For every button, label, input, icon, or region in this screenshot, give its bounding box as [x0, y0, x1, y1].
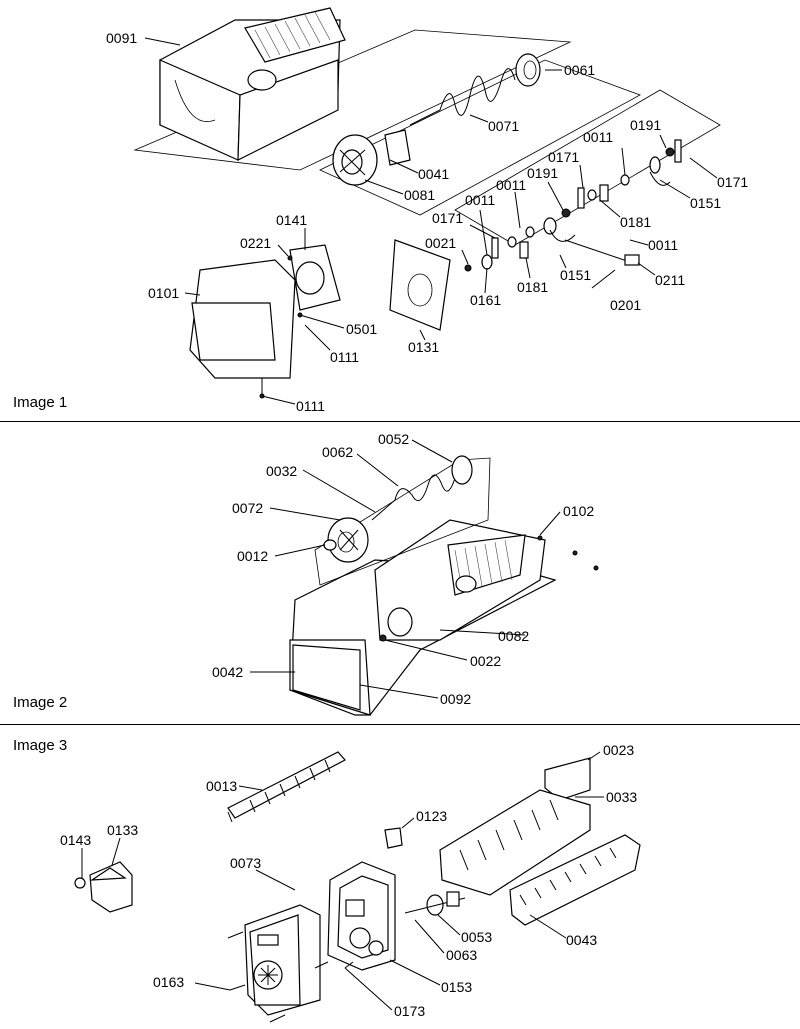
part-label: 0012 — [237, 548, 268, 564]
part-label: 0181 — [620, 214, 651, 230]
diagram-panel-divider-2 — [0, 724, 800, 725]
auger-motor-0081 — [332, 129, 411, 186]
part-label: 0063 — [446, 947, 477, 963]
panel-3-drawing — [74, 751, 641, 1023]
plate-0131 — [389, 239, 451, 331]
part-label: 0041 — [418, 166, 449, 182]
part-label: 0501 — [346, 321, 377, 337]
ejector-0013 — [227, 751, 346, 823]
ice-bin-0091 — [159, 7, 346, 161]
part-label: 0022 — [470, 653, 501, 669]
part-label: 0081 — [404, 187, 435, 203]
part-label: 0101 — [148, 285, 179, 301]
motor-assembly-0073 — [244, 904, 321, 1016]
panel-title-image-3: Image 3 — [13, 737, 68, 754]
part-label: 0151 — [690, 195, 721, 211]
front-panel-0042 — [292, 644, 361, 711]
part-label: 0211 — [655, 272, 685, 288]
part-label: 0021 — [425, 235, 456, 251]
part-label: 0191 — [630, 117, 661, 133]
part-label: 0171 — [548, 149, 579, 165]
part-label: 0061 — [564, 62, 595, 78]
part-label: 0221 — [240, 235, 271, 251]
part-label: 0082 — [498, 628, 529, 644]
part-label: 0091 — [106, 30, 137, 46]
auger-cap-0061 — [515, 53, 541, 87]
part-label: 0131 — [408, 339, 439, 355]
part-label: 0043 — [566, 932, 597, 948]
auger-spring-0071 — [409, 68, 516, 126]
part-label: 0123 — [416, 808, 447, 824]
panel-title-image-1: Image 1 — [13, 394, 68, 411]
motor-0072 — [323, 517, 369, 563]
part-label: 0161 — [470, 292, 501, 308]
panel-2-labels: 0052 0062 0032 0072 0012 0102 0082 0022 … — [212, 431, 594, 707]
part-label: 0163 — [153, 974, 184, 990]
part-label: 0062 — [322, 444, 353, 460]
part-label: 0171 — [432, 210, 463, 226]
part-label: 0013 — [206, 778, 237, 794]
part-label: 0011 — [583, 129, 613, 145]
part-label: 0201 — [610, 297, 641, 313]
part-label: 0072 — [232, 500, 263, 516]
part-label: 0011 — [648, 237, 678, 253]
part-label: 0102 — [563, 503, 594, 519]
part-label: 0171 — [717, 174, 748, 190]
part-label: 0011 — [465, 192, 495, 208]
bracket-0141 — [289, 244, 341, 311]
part-label: 0151 — [560, 267, 591, 283]
bracket-0023 — [544, 757, 591, 801]
part-label: 0073 — [230, 855, 261, 871]
part-label: 0092 — [440, 691, 471, 707]
part-label: 0191 — [527, 165, 558, 181]
part-label: 0181 — [517, 279, 548, 295]
part-label: 0071 — [488, 118, 519, 134]
part-label: 0032 — [266, 463, 297, 479]
part-label: 0042 — [212, 664, 243, 680]
ice-mold-0033 — [439, 789, 591, 896]
panel-3-labels: 0023 0013 0033 0123 0143 0133 0073 0043 … — [60, 742, 637, 1019]
panel-1-labels: 0091 0061 0071 0041 0081 0011 0191 0171 … — [106, 30, 748, 414]
panel-title-image-2: Image 2 — [13, 694, 68, 711]
panel-1-drawing — [133, 7, 721, 405]
part-label: 0143 — [60, 832, 91, 848]
part-label: 0111 — [330, 349, 359, 365]
part-label: 0141 — [276, 212, 307, 228]
part-label: 0052 — [378, 431, 409, 447]
control-module-0153 — [327, 861, 396, 971]
part-label: 0133 — [107, 822, 138, 838]
part-label: 0023 — [603, 742, 634, 758]
panel-2-drawing — [250, 439, 599, 716]
front-housing-0101 — [189, 259, 296, 396]
ice-bin-0082 — [374, 519, 546, 641]
part-label: 0033 — [606, 789, 637, 805]
part-label: 0011 — [496, 177, 526, 193]
part-label: 0053 — [461, 929, 492, 945]
part-label: 0153 — [441, 979, 472, 995]
diagram-panel-divider-1 — [0, 421, 800, 422]
part-label: 0111 — [296, 398, 325, 414]
part-label: 0173 — [394, 1003, 425, 1019]
bar-0043 — [509, 834, 641, 926]
